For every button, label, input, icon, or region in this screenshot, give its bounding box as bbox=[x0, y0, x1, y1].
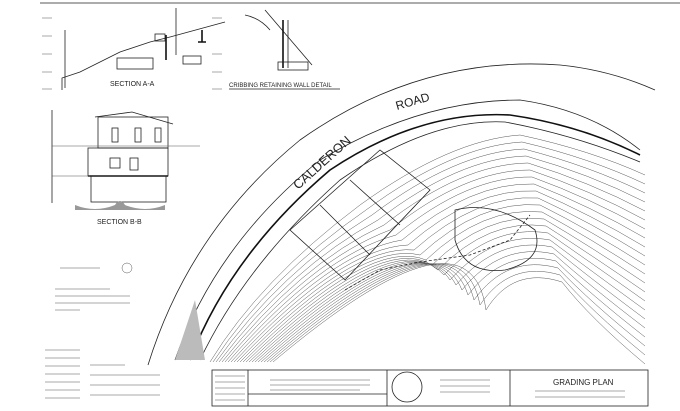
road-name-calderon: CALDERON bbox=[290, 133, 354, 192]
contour-line bbox=[215, 148, 646, 363]
contour-line bbox=[221, 162, 646, 363]
contour-line bbox=[269, 263, 646, 363]
road-name-road: ROAD bbox=[394, 90, 432, 113]
contour-line bbox=[257, 244, 646, 363]
section-b-title: SECTION B-B bbox=[97, 219, 142, 226]
contour-line bbox=[251, 231, 646, 363]
contour-line bbox=[218, 155, 646, 363]
contour-line bbox=[227, 176, 646, 363]
contour-line bbox=[242, 211, 646, 363]
section-b-b: SECTION B-B bbox=[51, 110, 200, 226]
contour-line bbox=[230, 183, 646, 363]
title-block: GRADING PLAN bbox=[211, 369, 649, 407]
contour-line bbox=[224, 169, 646, 363]
contour-line bbox=[272, 263, 646, 365]
contour-line bbox=[209, 134, 646, 363]
contour-line bbox=[212, 141, 646, 363]
contour-line bbox=[248, 224, 646, 363]
contour-line bbox=[260, 251, 646, 363]
sheet-title: GRADING PLAN bbox=[553, 378, 614, 387]
contour-line bbox=[254, 238, 646, 363]
contour-line bbox=[233, 190, 646, 363]
contour-line bbox=[266, 263, 646, 363]
contour-line bbox=[263, 258, 646, 363]
site-plan: CALDERON ROAD bbox=[147, 63, 656, 366]
contour-line bbox=[239, 204, 646, 363]
cribbing-wall-detail: CRIBBING RETAINING WALL DETAIL bbox=[229, 9, 340, 90]
section-a-a: SECTION A-A bbox=[42, 8, 226, 90]
contour-line bbox=[245, 218, 646, 363]
contour-line bbox=[236, 197, 646, 363]
detail-title: CRIBBING RETAINING WALL DETAIL bbox=[229, 83, 332, 89]
section-a-title: SECTION A-A bbox=[110, 81, 155, 88]
notes-legend bbox=[45, 262, 160, 399]
